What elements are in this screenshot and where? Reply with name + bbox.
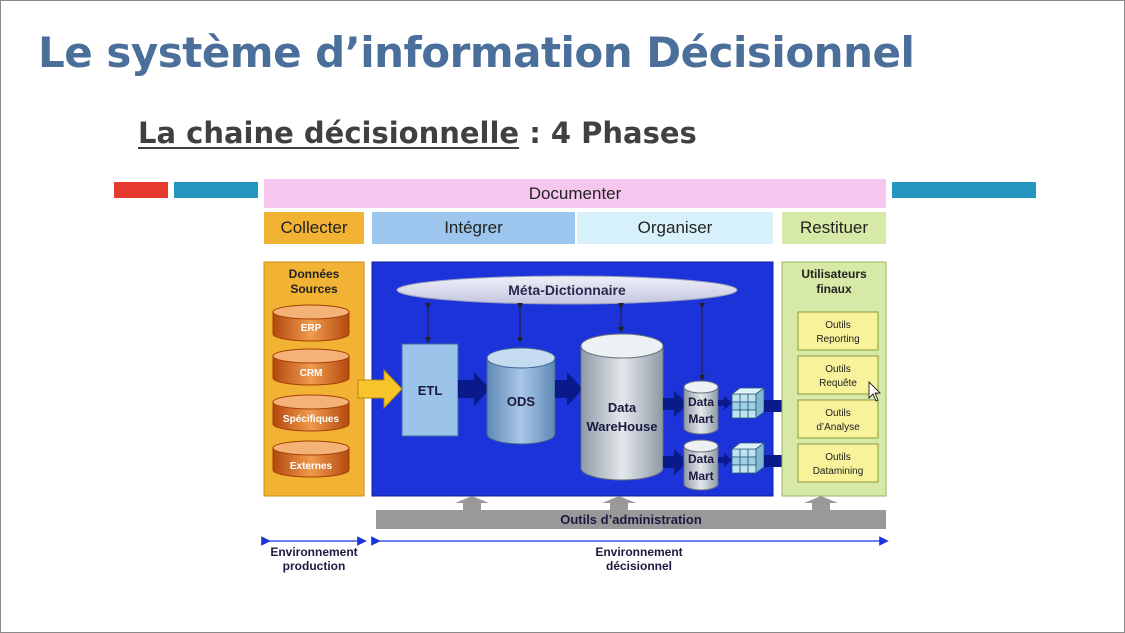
- etl-box: [401, 343, 459, 437]
- phase-documenter: Documenter: [264, 179, 886, 208]
- data-warehouse-cylinder: Data WareHouse: [580, 333, 664, 481]
- dw-to-mart2-arrow: [663, 449, 688, 475]
- slide-title: Le système d’information Décisionnel: [38, 28, 915, 77]
- mart2-to-cube-arrow: [718, 453, 732, 467]
- svg-text:Outils: Outils: [825, 452, 851, 463]
- svg-text:d’Analyse: d’Analyse: [816, 422, 860, 433]
- mart2-label-line1: Data: [688, 452, 714, 466]
- users-title-line2: finaux: [816, 282, 852, 296]
- svg-text:Requête: Requête: [819, 378, 857, 389]
- subtitle-rest: : 4 Phases: [519, 116, 697, 150]
- mart2-label-line2: Mart: [688, 469, 713, 483]
- env-decision-line1: Environnement: [595, 545, 682, 559]
- env-decision-line2: décisionnel: [606, 559, 672, 573]
- admin-label: Outils d’administration: [560, 512, 702, 527]
- meta-links: [425, 303, 705, 381]
- mart1-label-line2: Mart: [688, 412, 713, 426]
- source-label-specifiques: Spécifiques: [283, 414, 340, 425]
- users-title-line1: Utilisateurs: [801, 267, 867, 281]
- source-cylinder-externes: Externes: [272, 440, 350, 478]
- meta-dictionary-label: Méta-Dictionnaire: [508, 282, 626, 298]
- olap-cube-1: [730, 387, 766, 419]
- ods-label: ODS: [507, 394, 536, 409]
- data-mart-2: Data Mart: [683, 439, 719, 491]
- phase-collecter: Collecter: [264, 212, 364, 244]
- tool-analyse: Outils d’Analyse: [797, 399, 879, 439]
- ods-to-dw-arrow: [555, 372, 583, 406]
- source-cylinder-specifiques: Spécifiques: [272, 394, 350, 432]
- phase-organiser: Organiser: [577, 212, 773, 244]
- red-accent-bar: [114, 182, 168, 198]
- data-mart-1: Data Mart: [683, 380, 719, 435]
- tool-reporting: Outils Reporting: [797, 311, 879, 351]
- sources-title-line2: Sources: [290, 282, 338, 296]
- olap-cube-2: [730, 442, 766, 474]
- svg-text:Reporting: Reporting: [816, 334, 859, 345]
- teal-accent-bar-right: [892, 182, 1036, 198]
- ods-cylinder: ODS: [486, 347, 556, 445]
- phase-integrer: Intégrer: [372, 212, 575, 244]
- svg-text:Outils: Outils: [825, 364, 851, 375]
- svg-text:Outils: Outils: [825, 320, 851, 331]
- source-label-erp: ERP: [301, 323, 322, 334]
- source-cylinder-crm: CRM: [272, 348, 350, 386]
- etl-to-ods-arrow: [458, 372, 490, 406]
- env-production-line2: production: [283, 559, 346, 573]
- source-cylinder-erp: ERP: [272, 304, 350, 342]
- sources-title-line1: Données: [289, 267, 340, 281]
- dw-label-line2: WareHouse: [586, 419, 657, 434]
- meta-dictionary: Méta-Dictionnaire: [396, 275, 738, 305]
- source-label-externes: Externes: [290, 461, 333, 472]
- tool-requete: Outils Requête: [797, 355, 879, 395]
- slide-subtitle: La chaine décisionnelle : 4 Phases: [138, 116, 697, 150]
- subtitle-underlined: La chaine décisionnelle: [138, 116, 520, 150]
- env-production-line1: Environnement: [270, 545, 357, 559]
- phase-restituer: Restituer: [782, 212, 886, 244]
- etl-label: ETL: [418, 383, 443, 398]
- mart1-to-cube-arrow: [718, 396, 732, 410]
- admin-bar: [376, 510, 886, 529]
- source-label-crm: CRM: [300, 368, 323, 379]
- admin-up-arrows: [455, 496, 838, 510]
- sources-to-etl-arrow: [357, 368, 403, 410]
- dw-label-line1: Data: [608, 400, 637, 415]
- dw-to-mart1-arrow: [663, 391, 688, 417]
- tool-datamining: Outils Datamining: [797, 443, 879, 483]
- svg-text:Datamining: Datamining: [813, 466, 864, 477]
- teal-accent-bar-left: [174, 182, 258, 198]
- mouse-cursor-icon: [868, 381, 881, 402]
- mart1-label-line1: Data: [688, 395, 714, 409]
- svg-text:Outils: Outils: [825, 408, 851, 419]
